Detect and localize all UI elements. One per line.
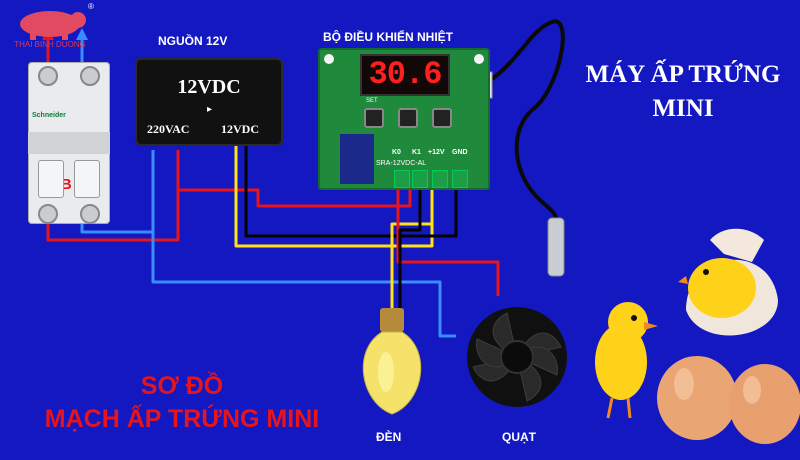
board-model: SRA-12VDC-AL xyxy=(376,160,427,167)
light-bulb-icon xyxy=(362,308,422,415)
logo-text: THAI BINH DUONG xyxy=(14,40,86,49)
egg-icon xyxy=(657,356,800,444)
temperature-display: 30.6 xyxy=(360,54,450,96)
circuit-breaker-icon: Schneider CB xyxy=(28,62,110,224)
psu-section-label: NGUỒN 12V xyxy=(158,34,228,48)
chick-icon xyxy=(595,302,658,419)
registered-mark: ® xyxy=(88,2,94,11)
bulb-label: ĐÈN xyxy=(376,430,402,444)
hatching-chick-icon xyxy=(678,228,778,336)
relay-icon xyxy=(340,134,374,184)
cooling-fan-icon xyxy=(467,307,567,407)
breaker-brand: Schneider xyxy=(32,112,66,119)
temperature-probe-icon xyxy=(547,217,565,277)
fan-label: QUẠT xyxy=(502,430,536,444)
terminal-k1: K1 xyxy=(412,149,421,156)
pig-logo-icon xyxy=(20,11,86,40)
wire-blue-to-fan xyxy=(151,232,456,338)
wire-red-to-fan xyxy=(396,178,500,296)
psu-output-label: 12VDC xyxy=(221,122,259,136)
wire-black-to-bulb xyxy=(398,178,422,312)
company-logo: ® THAI BINH DUONG xyxy=(4,2,96,54)
set-label: SET xyxy=(366,98,378,104)
product-title-line2: MINI xyxy=(652,95,714,122)
thermostat-board-icon: 30.6 SET SRA-12VDC-AL K0 K1 +12V GND xyxy=(318,48,490,190)
psu-input-label: 220VAC xyxy=(147,122,190,136)
diagram-title: SƠ ĐỒ MẠCH ẤP TRỨNG MINI xyxy=(22,370,342,436)
temperature-probe-cable xyxy=(486,19,565,221)
display-value: 30.6 xyxy=(368,56,443,93)
wire-black-gnd xyxy=(244,146,458,238)
diagram-title-line2: MẠCH ẤP TRỨNG MINI xyxy=(44,405,320,433)
wire-red-psu-board xyxy=(176,150,412,208)
down-button[interactable] xyxy=(432,108,452,128)
power-supply-icon: 12VDC ▸ 220VAC 12VDC xyxy=(135,58,283,146)
terminal-gnd: GND xyxy=(452,149,468,156)
product-title: MÁY ẤP TRỨNG MINI xyxy=(566,58,800,126)
diagram-title-line1: SƠ ĐỒ xyxy=(140,372,224,400)
set-button[interactable] xyxy=(364,108,384,128)
controller-section-label: BỘ ĐIỀU KHIỂN NHIỆT xyxy=(323,30,454,44)
terminal-k0: K0 xyxy=(392,149,401,156)
terminal-12v: +12V xyxy=(428,149,445,156)
product-title-line1: MÁY ẤP TRỨNG xyxy=(585,61,781,88)
psu-title: 12VDC xyxy=(177,76,241,98)
wire-yellow-to-bulb xyxy=(390,186,434,312)
up-button[interactable] xyxy=(398,108,418,128)
